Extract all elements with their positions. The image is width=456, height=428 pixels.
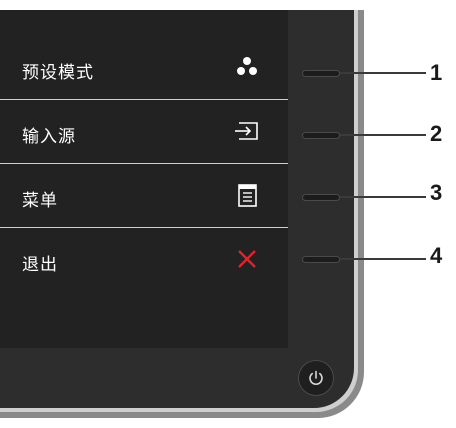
menu-item-label: 输入源 [22, 127, 76, 147]
front-button-3[interactable] [302, 194, 340, 201]
input-source-icon [234, 118, 260, 144]
front-button-4[interactable] [302, 256, 340, 263]
callout-number-4: 4 [430, 243, 443, 268]
exit-icon [234, 246, 260, 272]
callout-number-1: 1 [430, 60, 443, 85]
front-button-2[interactable] [302, 132, 340, 139]
callout-number-3: 3 [430, 180, 443, 205]
power-button[interactable] [298, 360, 334, 396]
menu-item-label: 菜单 [22, 191, 58, 211]
callout-number-2: 2 [430, 121, 443, 146]
menu-item-label: 退出 [22, 255, 58, 275]
menu-item-menu[interactable]: 菜单 [0, 164, 288, 228]
callout-line-3 [340, 196, 426, 198]
callout-line-4 [340, 258, 426, 260]
menu-item-exit[interactable]: 退出 [0, 228, 288, 292]
front-button-1[interactable] [302, 70, 340, 77]
osd-menu: 预设模式 输入源 菜单 [0, 10, 288, 348]
menu-item-input-source[interactable]: 输入源 [0, 100, 288, 164]
callout-line-2 [340, 134, 426, 136]
callout-line-1 [340, 72, 426, 74]
preset-modes-icon [234, 54, 260, 80]
menu-item-label: 预设模式 [22, 63, 94, 83]
menu-icon [234, 182, 260, 208]
menu-item-preset-modes[interactable]: 预设模式 [0, 36, 288, 100]
